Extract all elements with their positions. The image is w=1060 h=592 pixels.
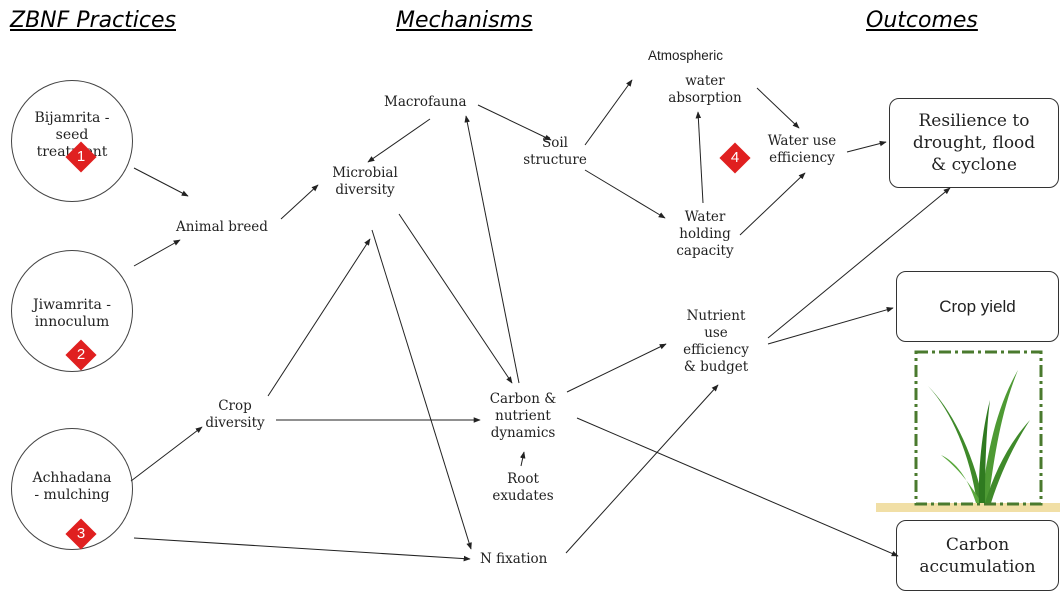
arrow-macrofauna-to-microbial [367,118,431,163]
node-nutrient-use-efficiency: Nutrient use efficiency & budget [683,308,749,375]
arrow-holding-to-absorption [695,111,704,204]
node-water-absorption: water absorption [668,73,742,106]
badge-2-number: 2 [76,346,86,363]
node-animal-breed: Animal breed [176,219,268,235]
arrow-carbon-to-macrofauna [464,115,520,384]
arrow-microbial-to-carbon [398,213,513,384]
arrow-soil-to-absorption [584,79,633,146]
practice-achhadana-label: Achhadana - mulching [32,470,112,503]
arrow-animal-breed-to-microbial [280,184,319,220]
outcome-carbon-accumulation: Carbon accumulation [896,520,1059,591]
node-macrofauna: Macrofauna [384,94,467,110]
arrow-nutrient-to-cropyield [767,307,894,345]
badge-3-number: 3 [76,525,86,542]
arrow-jiwamrita-to-animal-breed [133,239,181,267]
badge-1-number: 1 [76,148,86,165]
arrow-soil-to-holding [584,169,666,219]
arrow-wateruse-to-resilience [846,140,887,153]
badge-4-number: 4 [730,149,740,166]
arrow-achhadana-to-cropdiv [130,426,203,482]
node-crop-diversity: Crop diversity [205,398,265,431]
arrow-microbial-to-nfixation [371,229,472,550]
ground-strip [876,503,1060,512]
node-root-exudates: Root exudates [492,471,554,504]
arrow-nutrient-to-resilience [767,187,951,339]
arrow-absorption-to-wateruse [756,87,800,129]
arrow-cropdiv-to-microbial [267,238,371,397]
arrow-achhadana-to-nfixation [133,537,471,562]
plant-leaf-5 [978,400,990,503]
arrow-bijamrita-to-animal-breed [133,167,189,197]
node-microbial-diversity: Microbial diversity [332,165,398,198]
node-atmospheric: Atmospheric [648,48,724,63]
header-mechanisms: Mechanisms [396,8,533,33]
node-carbon-nutrient-dynamics: Carbon & nutrient dynamics [489,391,557,441]
arrow-holding-to-wateruse [739,172,806,236]
node-water-use-efficiency: Water use efficiency [767,133,837,166]
plant-leaf-3 [985,420,1030,503]
arrow-carbon-to-nutrient [566,343,667,393]
header-outcomes: Outcomes [866,8,978,33]
outcome-resilience: Resilience to drought, flood & cyclone [889,98,1059,188]
node-water-holding-capacity: Water holding capacity [676,209,734,259]
practice-jiwamrita-label: Jiwamrita - innoculum [32,297,112,330]
node-n-fixation: N fixation [480,551,548,567]
arrow-exudates-to-carbon [519,451,526,467]
plant-leaf-4 [941,455,982,503]
plant-leaf-1 [928,386,983,503]
arrow-nfixation-to-nutrient [565,384,719,554]
arrow-macrofauna-to-soil [477,104,552,141]
plant-frame [914,350,1043,506]
arrow-carbon-to-accumulation [576,417,899,557]
outcome-crop-yield: Crop yield [896,271,1059,342]
plant-leaf-2 [981,370,1018,503]
practice-bijamrita [11,80,133,202]
plant-illustration [876,350,1060,512]
header-practices: ZBNF Practices [10,8,176,33]
